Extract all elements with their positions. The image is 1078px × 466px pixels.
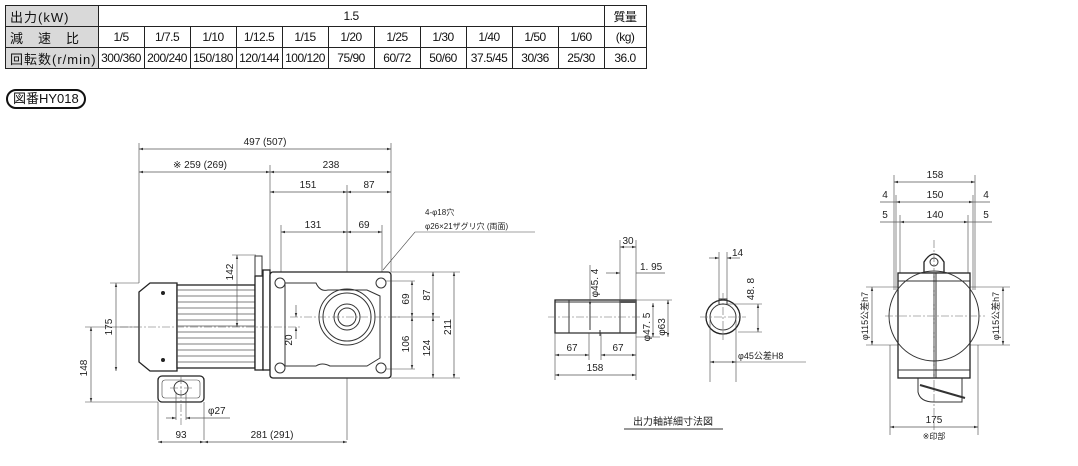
main-view: 497 (507) ※ 259 (269) 238 151 87 131 69 … xyxy=(79,137,535,444)
drawing-number-badge: 図番HY018 xyxy=(6,89,86,109)
dim-upper-edge: 87 xyxy=(422,289,433,301)
side-view: 158 150 4 4 140 5 5 φ115公差h7 φ115公差h7 17… xyxy=(859,170,1010,441)
dim-motor-length: ※ 259 (269) xyxy=(173,160,227,171)
output-label: 出力(kW) xyxy=(5,5,99,27)
speed-label: 回転数(r/min) xyxy=(5,47,99,69)
dim-groove-dia: φ45. 4 xyxy=(590,268,601,297)
dim-side-158: 158 xyxy=(927,170,944,181)
dim-side-150: 150 xyxy=(927,190,944,201)
dim-terminal-to-center: 281 (291) xyxy=(251,430,294,441)
ratio-cell: 1/7.5 xyxy=(143,26,191,48)
speed-cell: 300/360 xyxy=(97,47,145,69)
dim-gap-4-right: 4 xyxy=(983,190,989,201)
mass-value: 36.0 xyxy=(603,47,647,69)
dim-gear-left: 151 xyxy=(300,180,317,191)
dim-terminal-pos: 93 xyxy=(175,430,187,441)
dim-hole-left: 131 xyxy=(305,220,322,231)
dim-gear-length: 238 xyxy=(323,160,340,171)
speed-cell: 37.5/45 xyxy=(465,47,513,69)
ratio-cell: 1/60 xyxy=(557,26,605,48)
dim-side-175: 175 xyxy=(926,415,943,426)
speed-cell: 50/60 xyxy=(419,47,467,69)
dim-key-length: 30 xyxy=(622,236,634,247)
table-row: 出力(kW) 1.5 質量 xyxy=(5,5,647,27)
speed-cell: 60/72 xyxy=(373,47,421,69)
dim-overall-length: 497 (507) xyxy=(244,137,287,148)
speed-cell: 100/120 xyxy=(281,47,329,69)
dim-bore: φ45公差H8 xyxy=(738,350,783,361)
dim-shaft-dia-475: φ47. 5 xyxy=(642,312,653,341)
dim-conduit-dia: φ27 xyxy=(208,406,226,417)
shaft-detail: φ45. 4 30 1. 95 φ47. 5 φ63 67 67 158 14 … xyxy=(548,236,806,430)
dim-lower-edge: 124 xyxy=(422,339,433,356)
dim-key-width: 14 xyxy=(732,248,744,259)
mass-unit: (kg) xyxy=(603,26,647,48)
speed-cell: 200/240 xyxy=(143,47,191,69)
dim-side-140: 140 xyxy=(927,210,944,221)
dim-flange-height: 142 xyxy=(225,263,236,280)
dim-gap-5-right: 5 xyxy=(983,210,989,221)
speed-cell: 150/180 xyxy=(189,47,237,69)
dim-upper-hole: 69 xyxy=(401,293,412,305)
dim-groove-width: 1. 95 xyxy=(640,262,663,273)
dim-axis-height: 148 xyxy=(79,359,90,376)
dim-lower-hole: 106 xyxy=(401,335,412,352)
ratio-cell: 1/12.5 xyxy=(235,26,283,48)
dim-gap-4-left: 4 xyxy=(882,190,888,201)
dim-shaft-67b: 67 xyxy=(612,343,624,354)
hole-note-2: φ26×21ザグリ穴 (両面) xyxy=(425,221,509,231)
dim-total-height: 211 xyxy=(443,319,454,335)
dim-shaft-158: 158 xyxy=(587,363,604,374)
dim-shaft-67a: 67 xyxy=(566,343,578,354)
speed-cell: 75/90 xyxy=(327,47,375,69)
mark-note: ※印部 xyxy=(923,431,946,441)
dim-offset: 20 xyxy=(284,334,295,346)
speed-cell: 120/144 xyxy=(235,47,283,69)
dim-shaft-dia-63: φ63 xyxy=(657,318,668,336)
dim-motor-dia: 175 xyxy=(104,318,115,335)
dim-hole-right: 69 xyxy=(358,220,370,231)
dim-pilot-right: φ115公差h7 xyxy=(990,292,1001,340)
hole-note-1: 4-φ18穴 xyxy=(425,207,454,217)
dim-gear-right: 87 xyxy=(363,180,375,191)
speed-cell: 30/36 xyxy=(511,47,559,69)
dim-gap-5-left: 5 xyxy=(882,210,888,221)
dim-pilot-left: φ115公差h7 xyxy=(859,292,870,340)
shaft-detail-caption: 出力軸詳細寸法図 xyxy=(633,415,713,428)
dim-key-depth: 48. 8 xyxy=(746,277,757,300)
